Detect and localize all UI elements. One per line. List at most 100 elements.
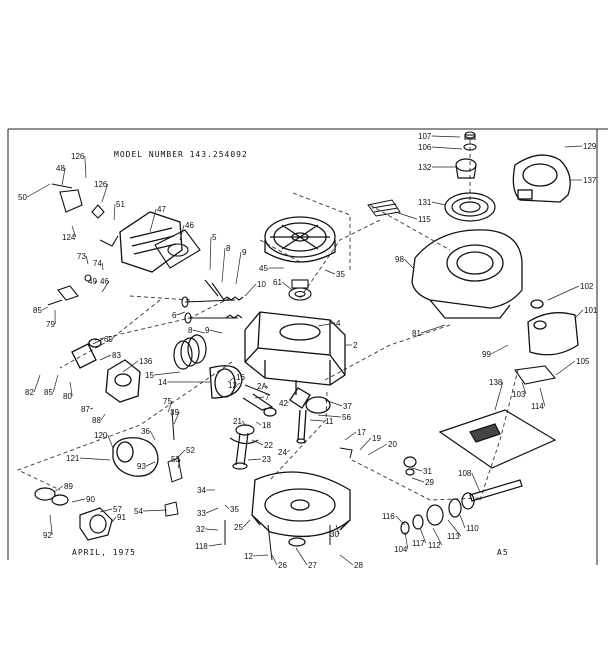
part-callout-132: 132	[418, 163, 432, 172]
part-callout-4: 4	[336, 319, 341, 328]
callout-leader	[192, 329, 206, 334]
callout-leader	[113, 203, 116, 221]
callout-leader	[241, 420, 247, 427]
carburetor-parts-73	[47, 274, 92, 306]
part-callout-39: 39	[170, 408, 179, 417]
part-callout-23: 23	[262, 455, 271, 464]
part-callout-105: 105	[576, 357, 590, 366]
callout-leader	[227, 376, 236, 383]
callout-leader	[101, 280, 110, 293]
callout-leader	[253, 554, 269, 557]
part-callout-79: 79	[46, 320, 55, 329]
part-callout-103: 103	[512, 390, 526, 399]
nut-61	[288, 279, 312, 301]
part-callout-120: 120	[94, 431, 108, 440]
callout-leader	[295, 547, 308, 566]
callout-leader	[149, 430, 156, 441]
callout-leader	[251, 439, 264, 446]
part-callout-61: 61	[273, 278, 282, 287]
nut-107	[463, 131, 477, 151]
part-callout-28: 28	[354, 561, 363, 570]
part-callout-90: 90	[86, 495, 95, 504]
muffler-101	[527, 299, 579, 356]
part-callout-136: 136	[139, 357, 153, 366]
part-callout-34: 34	[197, 486, 206, 495]
callout-leader	[254, 396, 265, 399]
part-callout-15: 15	[145, 371, 154, 380]
callout-leader	[111, 516, 117, 523]
part-callout-21: 21	[233, 417, 242, 426]
part-callout-45: 45	[259, 264, 268, 273]
part-callout-18: 18	[262, 421, 271, 430]
callout-leader	[432, 527, 443, 546]
part-callout-27: 27	[308, 561, 317, 570]
part-callout-101: 101	[584, 306, 598, 315]
part-callout-2: 2	[353, 341, 358, 350]
callout-leader	[395, 515, 406, 526]
part-callout-92: 92	[43, 531, 52, 540]
callout-leader	[281, 281, 293, 291]
callout-leader	[90, 407, 94, 410]
callout-leader	[244, 283, 257, 297]
part-callout-80: 80	[63, 392, 72, 401]
callout-leader	[79, 457, 111, 461]
cylinder-block-2	[244, 311, 346, 386]
page-code-label: A5	[497, 548, 509, 557]
callout-leader	[174, 449, 186, 461]
cylinder-head-47	[119, 211, 183, 273]
part-callout-46: 46	[185, 221, 194, 230]
callout-leader	[27, 183, 51, 198]
part-callout-42: 42	[279, 399, 288, 408]
starter-pulley-132	[455, 158, 477, 179]
callout-leader	[431, 201, 446, 206]
part-callout-52: 52	[186, 446, 195, 455]
part-callout-35: 35	[336, 270, 345, 279]
part-callout-35: 35	[230, 505, 239, 514]
part-callout-22: 22	[264, 441, 273, 450]
part-callout-74: 74	[93, 259, 102, 268]
part-callout-85: 85	[44, 388, 53, 397]
callout-leader	[206, 507, 219, 514]
part-callout-14: 14	[158, 378, 167, 387]
callout-leader	[367, 443, 388, 456]
callout-leader	[71, 225, 77, 238]
callout-leader	[394, 211, 418, 220]
decal-138	[438, 409, 557, 469]
part-callout-2A: 2A	[257, 382, 267, 391]
part-callout-49: 49	[88, 277, 97, 286]
callout-leader	[317, 414, 342, 418]
part-callout-89: 89	[64, 482, 73, 491]
part-callout-102: 102	[580, 282, 594, 291]
part-callout-13: 13	[228, 381, 237, 390]
starter-housing-137	[512, 154, 571, 203]
callout-leader	[521, 381, 527, 395]
part-callout-29: 29	[425, 478, 434, 487]
part-callout-75: 75	[163, 397, 172, 406]
part-callout-24: 24	[278, 448, 287, 457]
part-callout-5: 5	[212, 233, 217, 242]
callout-leader	[574, 309, 584, 319]
part-callout-126: 126	[71, 152, 85, 161]
callout-leader	[431, 146, 463, 150]
callout-leader	[99, 354, 112, 361]
callout-leader	[564, 145, 583, 148]
callout-leader	[242, 519, 251, 528]
part-callout-108: 108	[458, 469, 472, 478]
part-callout-81: 81	[412, 329, 421, 338]
callout-leader	[92, 338, 104, 345]
part-callout-113: 113	[447, 532, 460, 541]
part-callout-131: 131	[418, 198, 432, 207]
small-hardware	[164, 384, 353, 561]
part-callout-93: 93	[137, 462, 146, 471]
part-callout-51: 51	[116, 200, 125, 209]
part-callout-54: 54	[134, 507, 143, 516]
callout-leader	[359, 437, 372, 451]
model-number-label: MODEL NUMBER 143.254092	[114, 150, 248, 159]
callout-leader	[547, 285, 580, 301]
part-callout-138: 138	[489, 378, 503, 387]
callout-leader	[324, 399, 343, 407]
part-callout-114: 114	[531, 402, 544, 411]
callout-leader	[235, 251, 242, 285]
